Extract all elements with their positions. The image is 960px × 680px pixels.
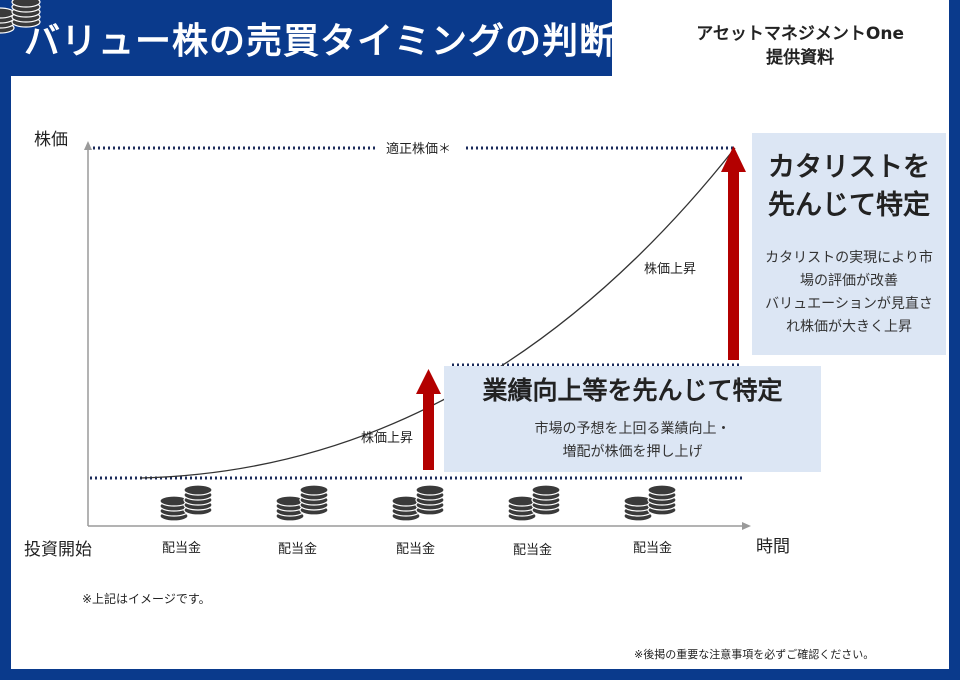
frame-right: [949, 0, 960, 680]
disclaimer-note: ※後掲の重要な注意事項を必ずご確認ください。: [634, 648, 875, 661]
company-name: アセットマネジメントOne: [696, 24, 904, 44]
company-subtitle: 提供資料: [766, 48, 835, 68]
coin-stack-icon: [623, 484, 677, 522]
title-bar: バリュー株の売買タイミングの判断: [0, 0, 615, 76]
catalyst-heading: カタリストを 先んじて特定: [768, 152, 930, 221]
coin-stack-icon: [0, 0, 41, 34]
up-arrow-icon: [416, 369, 441, 470]
y-axis-label: 株価: [34, 130, 68, 150]
earnings-body: 市場の予想を上回る業績向上・ 増配が株価を押し上げ: [534, 421, 731, 460]
coin-stack-icon: [391, 484, 445, 522]
catalyst-body: カタリストの実現により市 場の評価が改善 バリュエーションが見直さ れ株価が大き…: [765, 250, 933, 335]
origin-label: 投資開始: [24, 540, 92, 560]
dividend-label: 配当金: [162, 541, 202, 556]
page-title: バリュー株の売買タイミングの判断: [24, 21, 617, 62]
earnings-heading: 業績向上等を先んじて特定: [482, 376, 783, 405]
earnings-box: 業績向上等を先んじて特定 市場の予想を上回る業績向上・ 増配が株価を押し上げ: [444, 366, 821, 472]
dividend-label: 配当金: [396, 542, 436, 557]
catalyst-box: カタリストを 先んじて特定 カタリストの実現により市 場の評価が改善 バリュエー…: [752, 133, 946, 355]
dividend-label: 配当金: [633, 541, 673, 556]
frame-left: [0, 0, 11, 680]
up-arrow-icon: [721, 146, 746, 360]
company-block: アセットマネジメントOne 提供資料: [696, 22, 904, 70]
coin-stack-icon: [507, 484, 561, 522]
frame-bottom: [0, 669, 960, 680]
coin-stack-icon: [275, 484, 329, 522]
y-axis-arrowhead: [84, 141, 92, 150]
fair-price-label: 適正株価＊: [386, 142, 452, 157]
rise-label-2: 株価上昇: [644, 262, 697, 277]
coin-stack-icon: [159, 484, 213, 522]
dividend-label: 配当金: [278, 542, 318, 557]
rise-label-1: 株価上昇: [361, 431, 414, 446]
x-axis-label: 時間: [756, 537, 790, 557]
x-axis-arrowhead: [742, 522, 751, 530]
image-note: ※上記はイメージです。: [82, 592, 211, 606]
dividend-label: 配当金: [513, 543, 553, 558]
